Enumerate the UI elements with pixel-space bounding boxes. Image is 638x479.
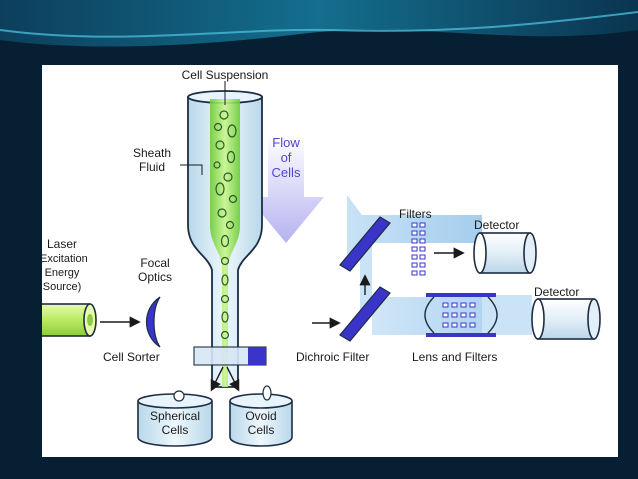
label-focal-2: Optics xyxy=(138,270,172,284)
label-ovoid-2: Cells xyxy=(248,423,275,437)
ovoid-cells-container xyxy=(229,385,293,447)
label-laser-1: Laser xyxy=(47,237,77,251)
label-spherical-2: Cells xyxy=(162,423,189,437)
header-wave-line xyxy=(0,11,638,38)
label-focal-1: Focal xyxy=(140,256,169,270)
sample-stream xyxy=(210,99,240,387)
label-laser-4: Source) xyxy=(43,281,82,293)
cell-sorter-band xyxy=(193,346,267,366)
focal-optics-lens xyxy=(146,296,161,348)
label-detector-bottom: Detector xyxy=(534,285,579,299)
label-filters: Filters xyxy=(399,207,432,221)
dichroic-filter xyxy=(339,286,391,342)
label-flow-3: Cells xyxy=(272,165,301,180)
label-laser-2: (Excitation xyxy=(42,253,88,265)
label-cell-suspension: Cell Suspension xyxy=(182,68,269,82)
lens-and-filters-assembly xyxy=(424,293,498,337)
label-laser-3: Energy xyxy=(45,267,80,279)
label-spherical-1: Spherical xyxy=(150,409,200,423)
label-ovoid-1: Ovoid xyxy=(245,409,276,423)
label-sheath-1: Sheath xyxy=(133,146,171,160)
sorting-arrows xyxy=(210,366,240,392)
label-flow-1: Flow xyxy=(272,135,300,150)
label-flow-2: of xyxy=(281,150,292,165)
flow-direction-arrow xyxy=(248,135,324,243)
leader-lines xyxy=(180,81,226,175)
diagram-panel: Cell Suspension Sheath Fluid Flow of Cel… xyxy=(36,65,618,457)
flow-cell-tube xyxy=(187,90,263,388)
label-detector-top: Detector xyxy=(474,218,519,232)
flow-cytometer-diagram: Cell Suspension Sheath Fluid Flow of Cel… xyxy=(36,68,601,447)
detector-top xyxy=(473,232,537,274)
detector-bottom xyxy=(531,298,601,340)
spherical-cells-container xyxy=(137,390,213,447)
upper-filter-mirror xyxy=(339,216,391,272)
filter-grid xyxy=(411,222,426,276)
label-cell-sorter: Cell Sorter xyxy=(103,350,160,364)
label-lens-and-filters: Lens and Filters xyxy=(412,350,497,364)
label-dichroic-filter: Dichroic Filter xyxy=(296,350,369,364)
label-sheath-2: Fluid xyxy=(139,160,165,174)
laser-source xyxy=(37,303,97,337)
labels: Cell Suspension Sheath Fluid Flow of Cel… xyxy=(36,68,579,437)
